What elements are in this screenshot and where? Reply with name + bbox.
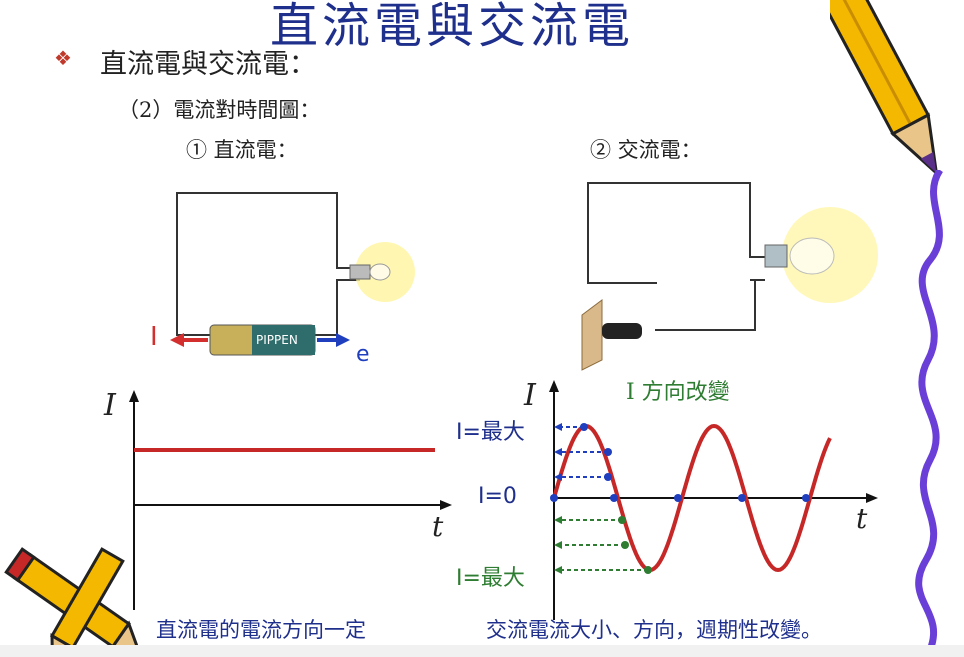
dc-y-axis-label: I bbox=[104, 388, 116, 423]
ac-max-label-top: I=最大 bbox=[456, 420, 525, 445]
pencils-bottom-left-icon bbox=[4, 547, 140, 650]
ac-y-axis-label: I bbox=[524, 378, 536, 413]
ac-caption: 交流電流大小、方向，週期性改變。 bbox=[486, 618, 822, 642]
ac-zero-label: I=0 bbox=[478, 484, 517, 509]
sub-heading: （2）電流對時間圖： bbox=[118, 98, 321, 122]
bullet-diamond-icon: ❖ bbox=[54, 46, 72, 70]
ac-max-label-bottom: I=最大 bbox=[456, 566, 525, 591]
ac-x-axis-label: t bbox=[856, 502, 868, 535]
purple-edge-decoration bbox=[915, 170, 944, 650]
pencil-top-right-icon bbox=[830, 0, 939, 177]
ac-direction-note: I 方向改變 bbox=[626, 380, 730, 405]
ac-sine-wave bbox=[552, 423, 832, 573]
ac-circuit-diagram bbox=[581, 182, 878, 371]
battery-brand: PIPPEN bbox=[256, 333, 298, 347]
dc-label: ① 直流電： bbox=[186, 138, 298, 162]
dc-current-graph bbox=[129, 390, 452, 610]
ac-zero-points bbox=[550, 423, 810, 502]
dc-x-axis-label: t bbox=[432, 510, 444, 543]
current-symbol: I bbox=[150, 322, 158, 352]
electron-symbol: e bbox=[356, 342, 370, 367]
bullet-heading: 直流電與交流電： bbox=[100, 49, 316, 80]
slide-title: 直流電與交流電 bbox=[270, 0, 635, 54]
dc-caption: 直流電的電流方向一定 bbox=[156, 618, 366, 642]
dc-circuit-diagram: PIPPEN bbox=[170, 192, 415, 356]
ac-label: ② 交流電： bbox=[590, 138, 702, 162]
ac-current-graph bbox=[549, 380, 878, 620]
bottom-bar bbox=[0, 645, 964, 657]
